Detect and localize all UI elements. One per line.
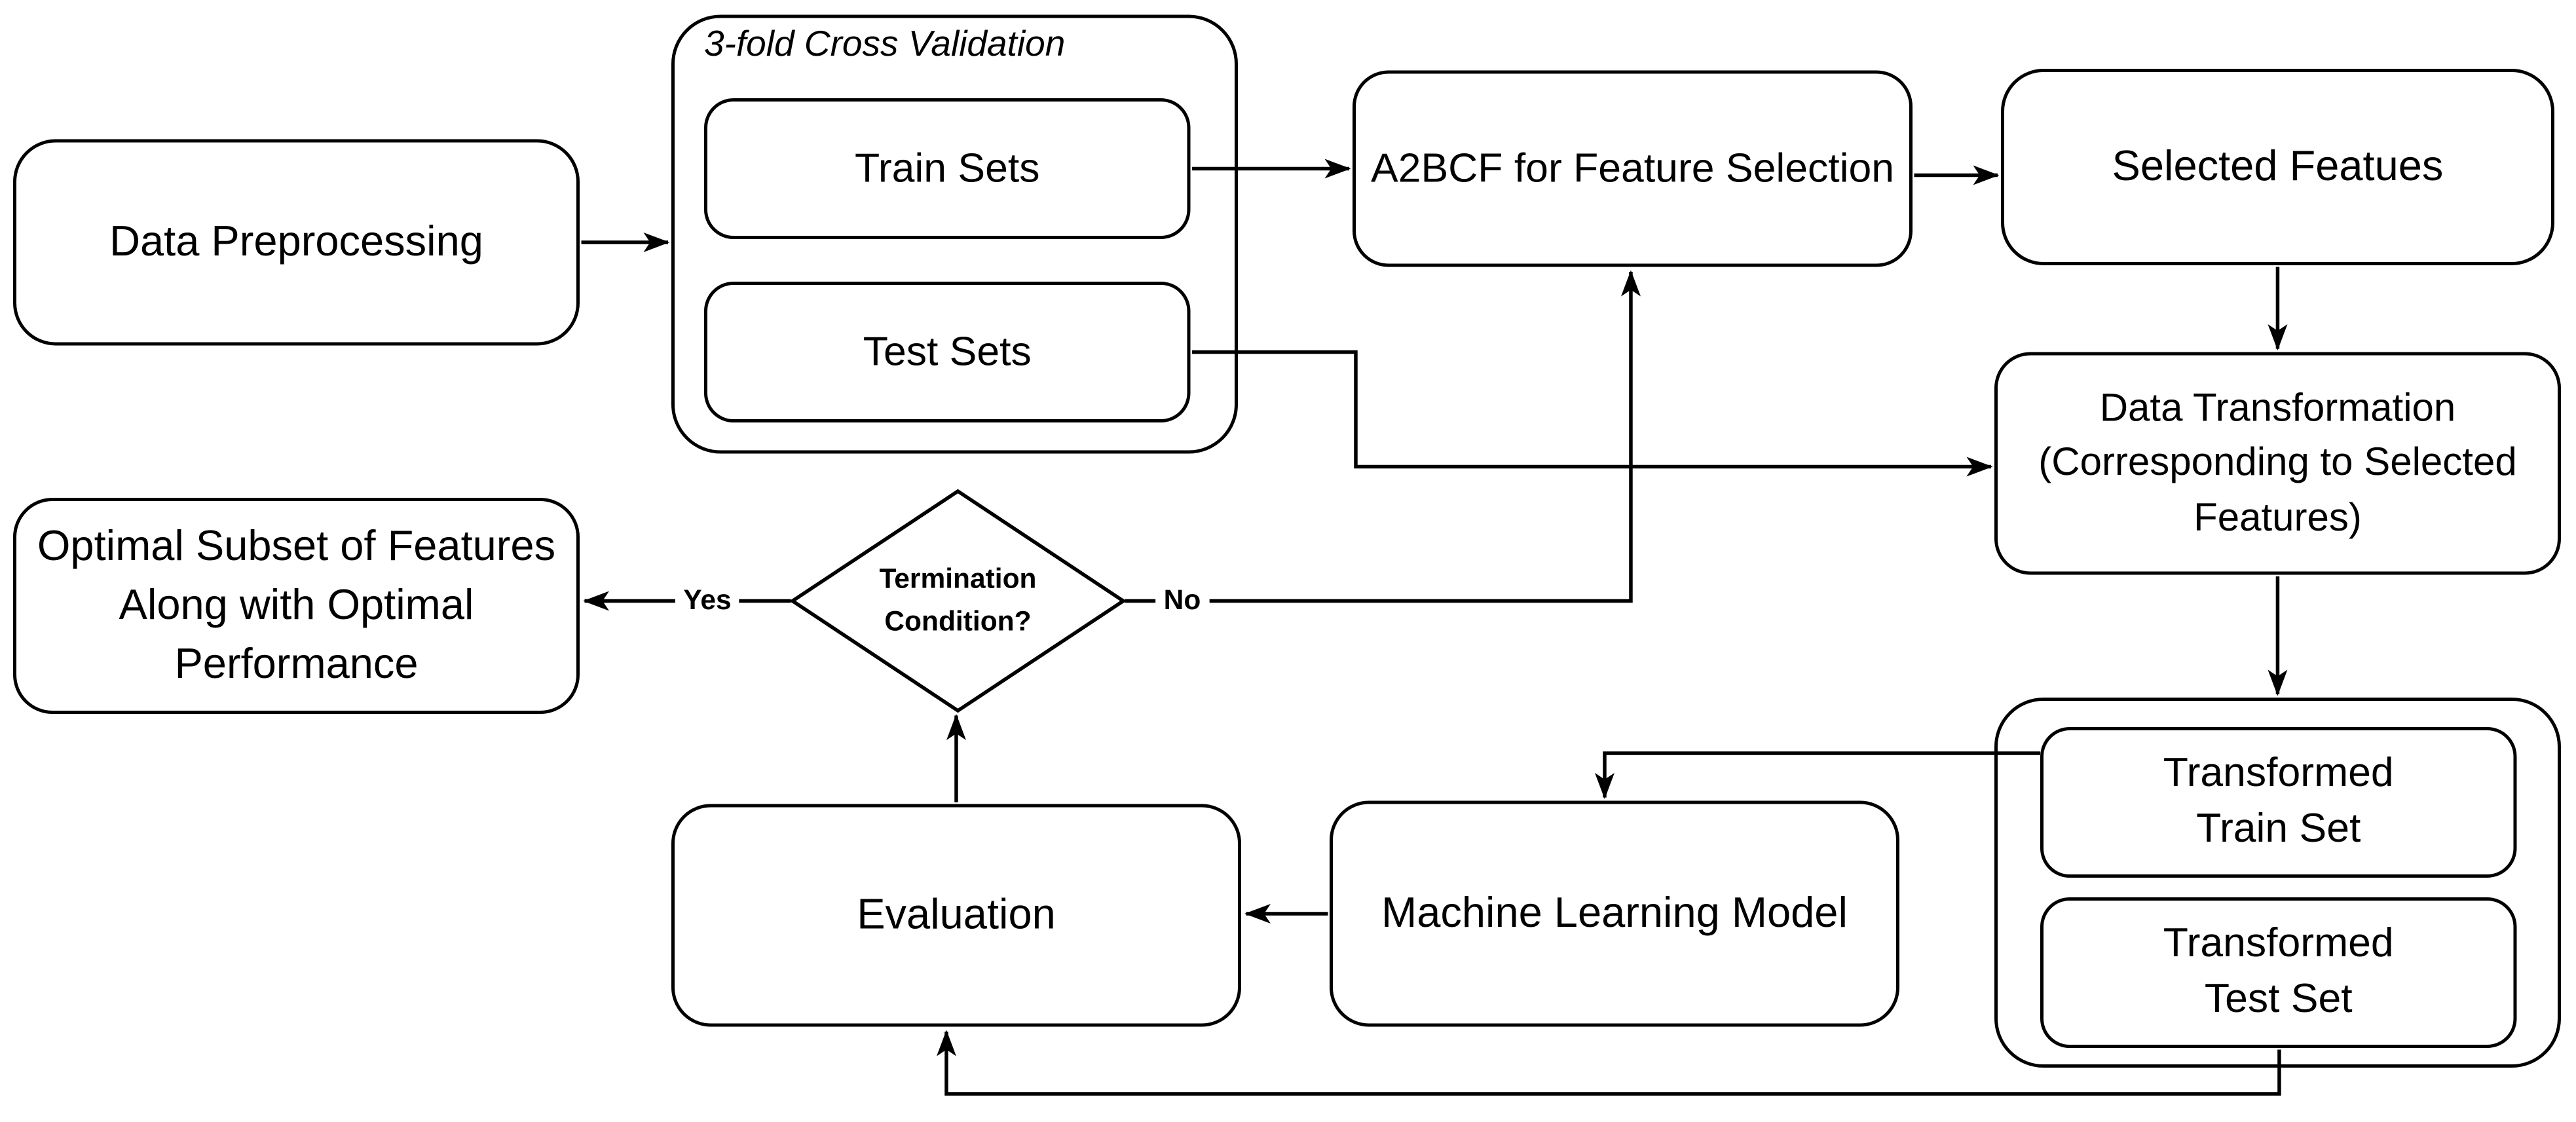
node-label: Machine Learning Model <box>1381 888 1848 937</box>
node-label: Selected Featues <box>2112 141 2444 191</box>
node-label: Train Sets <box>854 145 1040 191</box>
node-label: Transformed Train Set <box>2163 750 2394 851</box>
node-a2bcf-feature-selection: A2BCF for Feature Selection <box>1353 70 1913 267</box>
node-label: Termination Condition? <box>879 563 1037 637</box>
node-optimal-subset: Optimal Subset of Features Along with Op… <box>13 498 580 714</box>
node-transformed-train-set: Transformed Train Set <box>2040 727 2517 878</box>
node-termination-condition: Termination Condition? <box>835 527 1081 675</box>
node-label: A2BCF for Feature Selection <box>1371 145 1894 191</box>
node-selected-features: Selected Featues <box>2001 69 2554 265</box>
node-evaluation: Evaluation <box>671 804 1241 1027</box>
edge-label-yes: Yes <box>675 584 740 618</box>
node-test-sets: Test Sets <box>704 282 1191 422</box>
node-label: Data Preprocessing <box>109 216 483 266</box>
node-label: Data Transformation (Corresponding to Se… <box>2038 386 2517 540</box>
node-label: Test Sets <box>863 328 1032 375</box>
edge-label-no: No <box>1155 584 1209 618</box>
node-data-transformation: Data Transformation (Corresponding to Se… <box>1994 352 2561 575</box>
node-data-preprocessing: Data Preprocessing <box>13 139 580 346</box>
node-label: Optimal Subset of Features Along with Op… <box>37 521 556 688</box>
edge-transformedtrain-to-mlmodel <box>1594 751 2040 799</box>
edge-testsets-to-datatransformation <box>1191 350 1993 477</box>
node-label: Evaluation <box>857 889 1056 939</box>
group-cross-validation-label: 3-fold Cross Validation <box>704 23 1066 64</box>
node-train-sets: Train Sets <box>704 98 1191 239</box>
node-transformed-test-set: Transformed Test Set <box>2040 897 2517 1048</box>
node-label: Transformed Test Set <box>2163 920 2394 1022</box>
node-machine-learning-model: Machine Learning Model <box>1330 800 1899 1027</box>
